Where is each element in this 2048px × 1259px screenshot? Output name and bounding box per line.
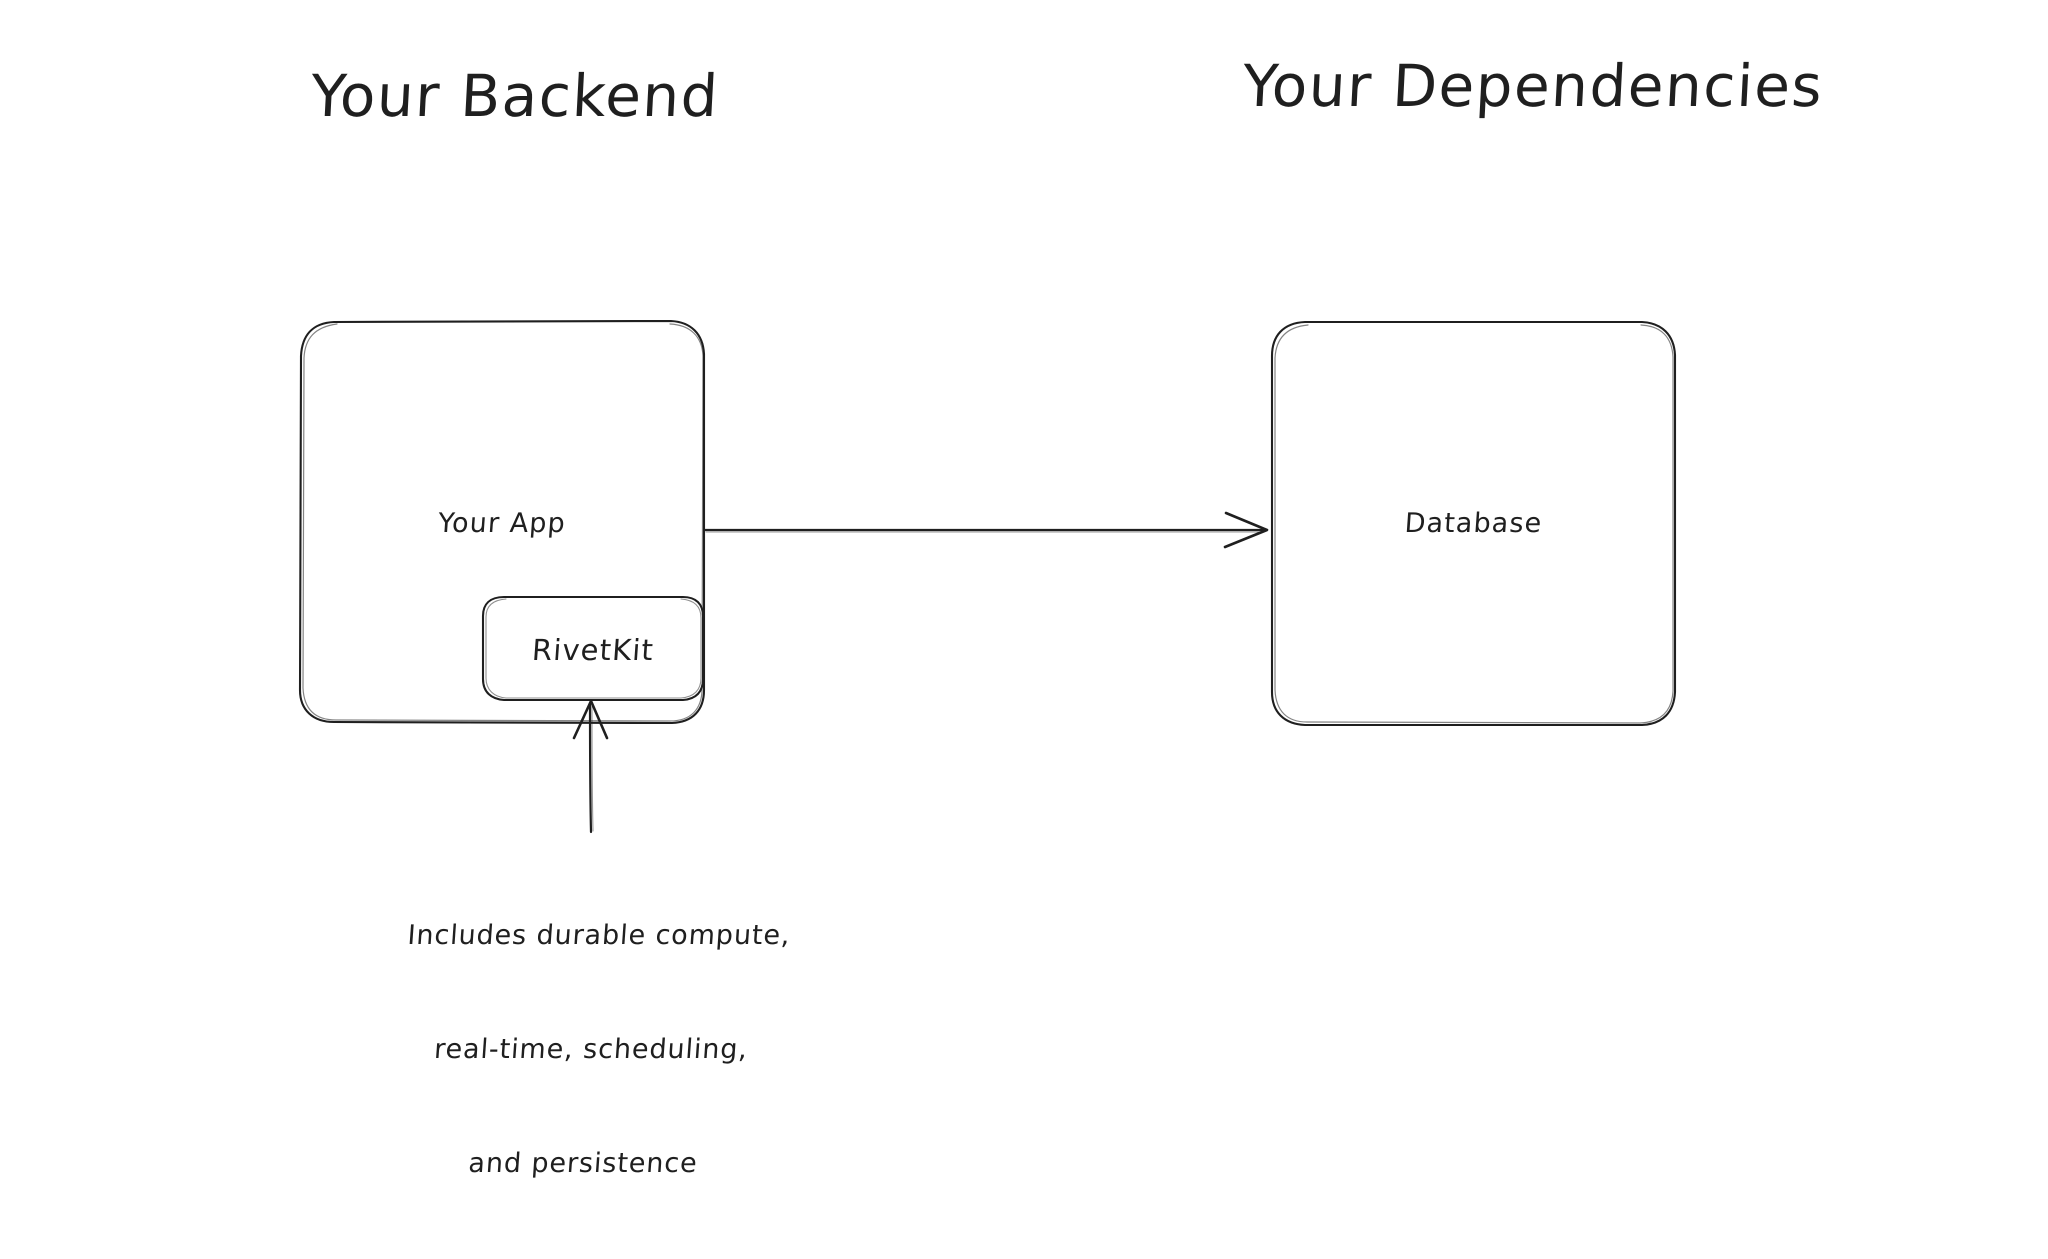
diagram-sketch-layer — [298, 319, 1677, 834]
annotation-line-2: real-time, scheduling, — [433, 1034, 749, 1065]
node-label-rivetkit: RivetKit — [530, 633, 656, 667]
node-database-shape[interactable] — [1270, 320, 1677, 727]
node-rivetkit-shape[interactable] — [481, 595, 705, 702]
annotation-line-3: and persistence — [467, 1148, 699, 1179]
node-label-your-app: Your App — [437, 508, 567, 539]
edge-app-to-database[interactable] — [703, 511, 1269, 549]
annotation-line-1: Includes durable compute, — [406, 920, 792, 951]
group-title-backend: Your Backend — [309, 62, 721, 130]
diagram-canvas: Your Backend Your Dependencies Your App … — [298, 52, 1826, 1179]
annotation-rivetkit: Includes durable compute, real-time, sch… — [376, 841, 805, 1259]
group-title-dependencies: Your Dependencies — [1240, 52, 1826, 120]
node-label-database: Database — [1403, 508, 1544, 539]
edge-annotation-to-rivetkit[interactable] — [572, 699, 609, 834]
